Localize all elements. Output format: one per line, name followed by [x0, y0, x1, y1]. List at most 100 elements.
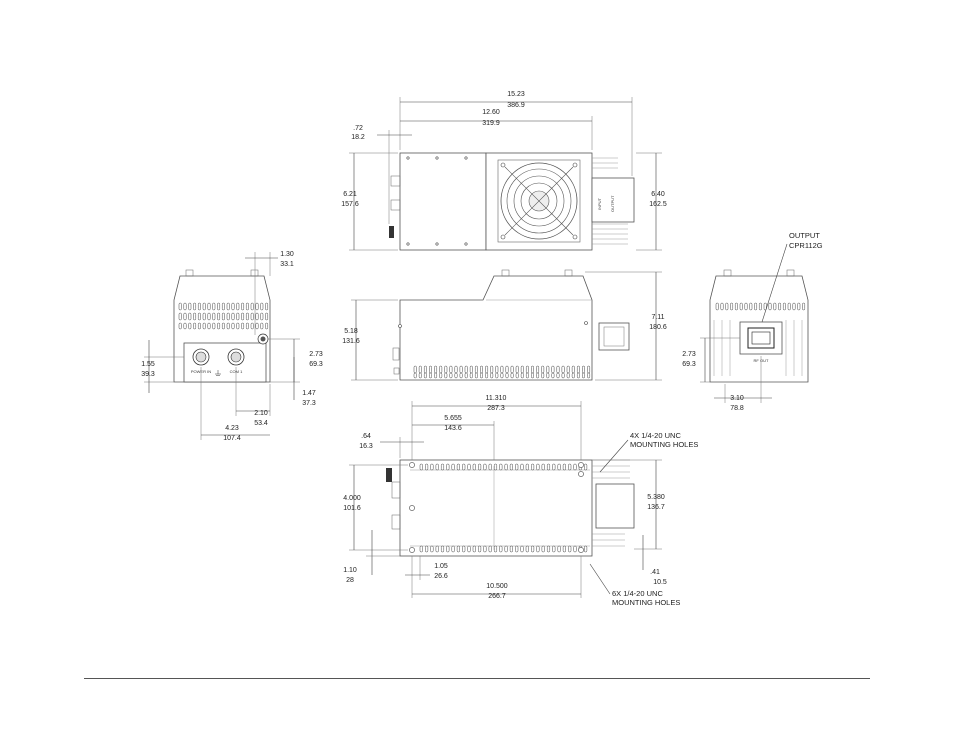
vent-slot [469, 372, 473, 379]
vent-slot [250, 302, 254, 311]
vent-slot [525, 463, 529, 471]
vent-slot [562, 545, 566, 553]
dim-bottom-hole-span-mm: 266.7 [488, 593, 506, 600]
vent-slot [435, 463, 439, 471]
vent-slot [236, 312, 240, 321]
vent-slot [571, 365, 575, 374]
dim-left-w1: 2.10 [254, 410, 268, 417]
vent-slot [467, 545, 471, 553]
dim-top-height-right: 6.40 [651, 191, 665, 198]
vent-slot [440, 463, 445, 471]
vent-slot [454, 372, 458, 379]
left-end-vent-slots [178, 302, 269, 330]
vent-slot [197, 302, 201, 311]
right-end-vent-slots [715, 302, 806, 311]
vent-slot [429, 365, 432, 374]
vent-slot [449, 365, 453, 374]
dim-left-h2: 2.73 [309, 351, 323, 358]
top-view-screws [406, 156, 468, 246]
vent-slot [178, 302, 182, 311]
dim-bottom-h-right-mm: 136.7 [647, 504, 665, 511]
vent-slot [541, 545, 545, 553]
vent-slot [462, 545, 466, 553]
vent-slot [510, 365, 514, 374]
vent-slot [720, 302, 724, 311]
side-view-dimensions: 5.18 131.6 7.11 180.6 [342, 271, 667, 381]
vent-slot [456, 463, 460, 471]
output-label-line-1: OUTPUT [789, 231, 820, 240]
vent-slot [515, 545, 519, 553]
vent-slot [265, 322, 269, 330]
holes-top-note-line-1: 4X 1/4-20 UNC [630, 431, 681, 440]
left-end-view: POWER IN COM 1 [173, 269, 271, 383]
vent-slot [226, 302, 230, 311]
vent-slot [582, 365, 585, 374]
vent-slot [509, 545, 513, 553]
vent-slot [792, 302, 796, 311]
vent-slot [245, 302, 249, 311]
vent-slot [212, 302, 216, 311]
vent-slot [430, 463, 434, 471]
vent-slot [525, 372, 529, 379]
vent-slot [541, 365, 545, 374]
vent-slot [449, 372, 453, 379]
vent-slot [454, 365, 458, 374]
mounting-holes [409, 462, 584, 553]
dim-bottom-hole-span: 10.500 [486, 583, 508, 590]
vent-slot [561, 365, 565, 374]
vent-slot [217, 302, 221, 311]
bottom-view-vent-slots [419, 463, 588, 553]
power-in-connector-icon [192, 348, 210, 366]
vent-slot [531, 372, 534, 379]
vent-slot [749, 302, 753, 311]
vent-slot [520, 372, 524, 379]
vent-slot [536, 545, 540, 553]
dim-bottom-h-left: 4.000 [343, 495, 361, 502]
vent-slot [193, 302, 197, 311]
vent-slot [510, 372, 514, 379]
vent-slot [250, 322, 254, 330]
vent-slot [500, 365, 504, 374]
vent-slot [202, 322, 206, 330]
vent-slot [509, 463, 513, 471]
vent-slot [464, 372, 468, 379]
dim-left-w2-mm: 107.4 [223, 435, 241, 442]
vent-slot [802, 302, 806, 311]
dim-top-height-left: 6.21 [343, 191, 357, 198]
vent-slot [434, 372, 438, 379]
dim-bottom-half: 5.655 [444, 415, 462, 422]
vent-slot [231, 302, 235, 311]
vent-slot [413, 365, 417, 374]
dim-left-h1-mm: 39.3 [141, 371, 155, 378]
vent-slot [188, 322, 192, 330]
vent-slot [584, 545, 588, 553]
vent-slot [566, 365, 570, 374]
vent-slot [480, 365, 483, 374]
vent-slot [202, 312, 206, 321]
vent-slot [573, 463, 577, 471]
vent-slot [413, 372, 417, 379]
dim-left-h2-mm: 69.3 [309, 361, 323, 368]
vent-slot [478, 463, 482, 471]
vent-slot [193, 322, 197, 330]
vent-slot [739, 302, 743, 311]
vent-slot [546, 372, 550, 379]
top-view-output-box [591, 177, 635, 223]
vent-slot [444, 372, 448, 379]
vent-slot [568, 545, 572, 553]
vent-slot [241, 312, 245, 321]
vent-slot [483, 463, 487, 471]
vent-slot [541, 463, 545, 471]
dim-top-body-mm: 319.9 [482, 120, 500, 127]
vent-slot [758, 302, 762, 311]
dim-bottom-off-left: .64 [361, 433, 371, 440]
vent-slot [425, 463, 429, 471]
holes-bottom-note-line-1: 6X 1/4-20 UNC [612, 589, 663, 598]
vent-slot [429, 372, 432, 379]
dim-top-body: 12.60 [482, 109, 500, 116]
vent-slot [241, 322, 245, 330]
mounting-hole [409, 547, 415, 553]
dim-left-w1-mm: 53.4 [254, 420, 268, 427]
dim-top-offset: .72 [353, 125, 363, 132]
